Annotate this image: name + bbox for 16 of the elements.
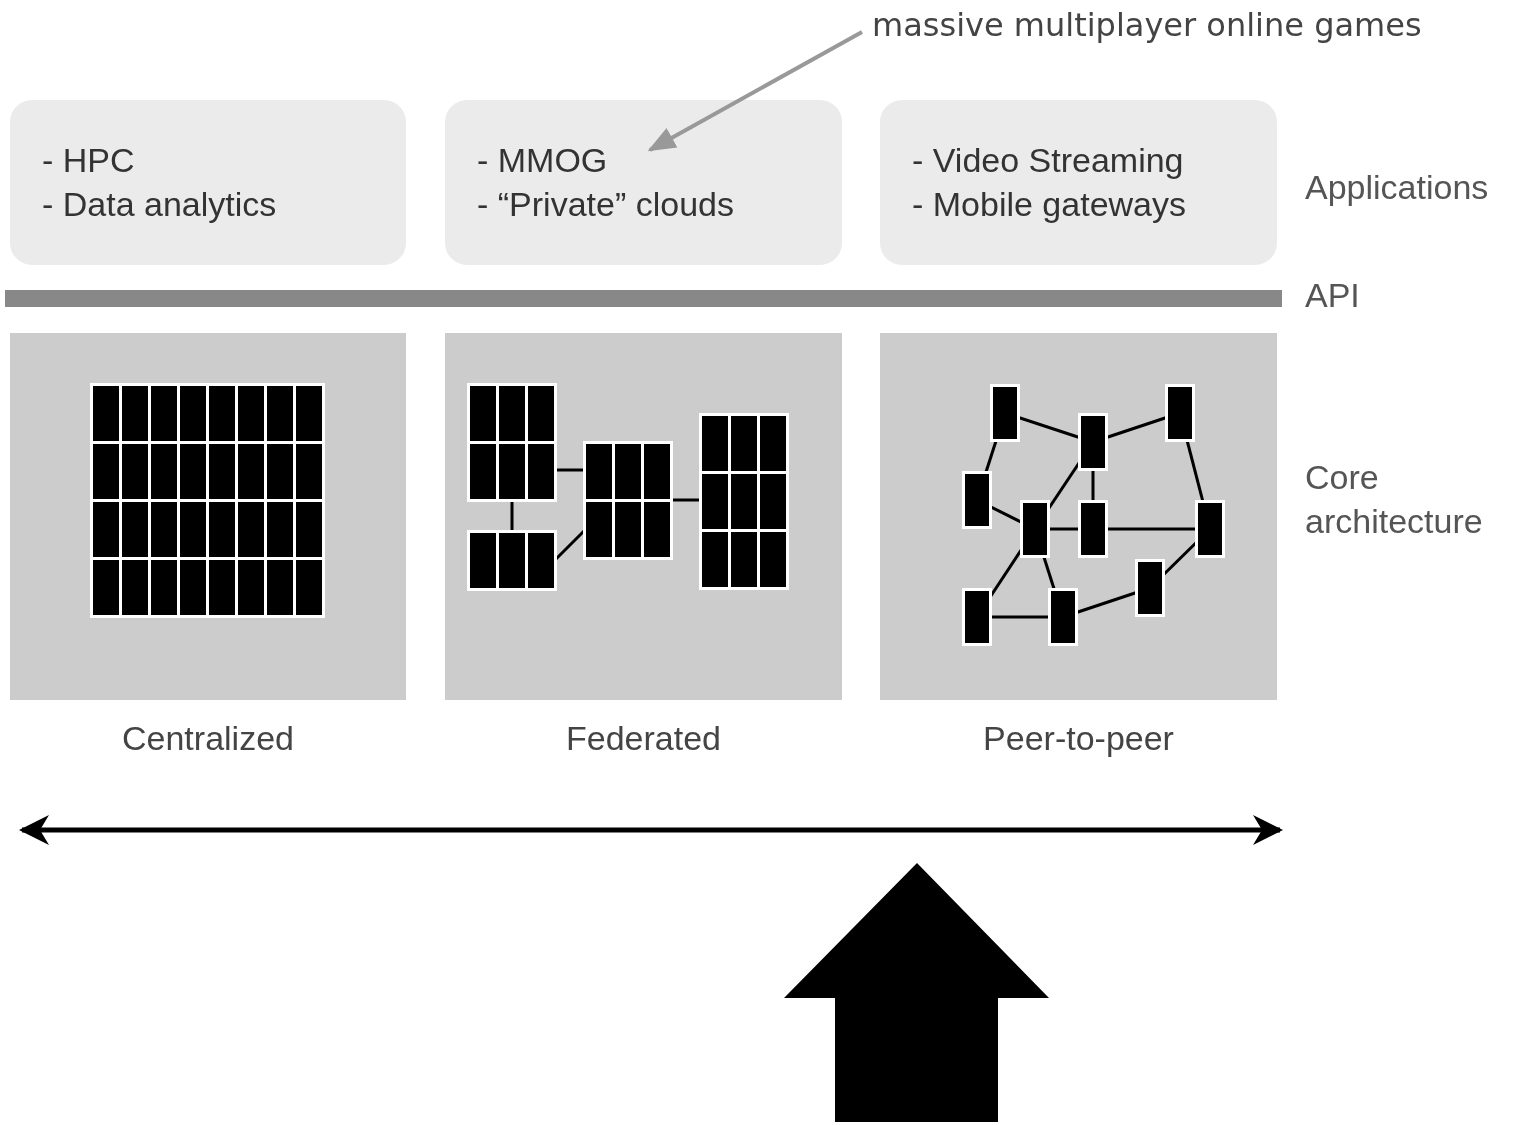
application-box	[445, 100, 842, 265]
panel-caption: Peer-to-peer	[982, 719, 1175, 758]
layer-label: Applications	[1305, 167, 1490, 208]
layer-label: API	[1305, 275, 1361, 316]
leader-arrow	[647, 30, 863, 152]
list-item: - Mobile gateways	[912, 184, 1187, 225]
list-item: - HPC	[42, 140, 136, 181]
list-item: - Data analytics	[42, 184, 278, 225]
layer-label: Core architecture	[1305, 457, 1484, 542]
list-item: - Video Streaming	[912, 140, 1185, 181]
panel-caption: Centralized	[121, 719, 295, 758]
callout-text: massive multiplayer online games	[872, 6, 1422, 44]
list-item: - MMOG	[477, 140, 609, 181]
api-bar	[5, 290, 1282, 307]
panel-caption: Federated	[565, 719, 722, 758]
list-item: - “Private” clouds	[477, 184, 735, 225]
